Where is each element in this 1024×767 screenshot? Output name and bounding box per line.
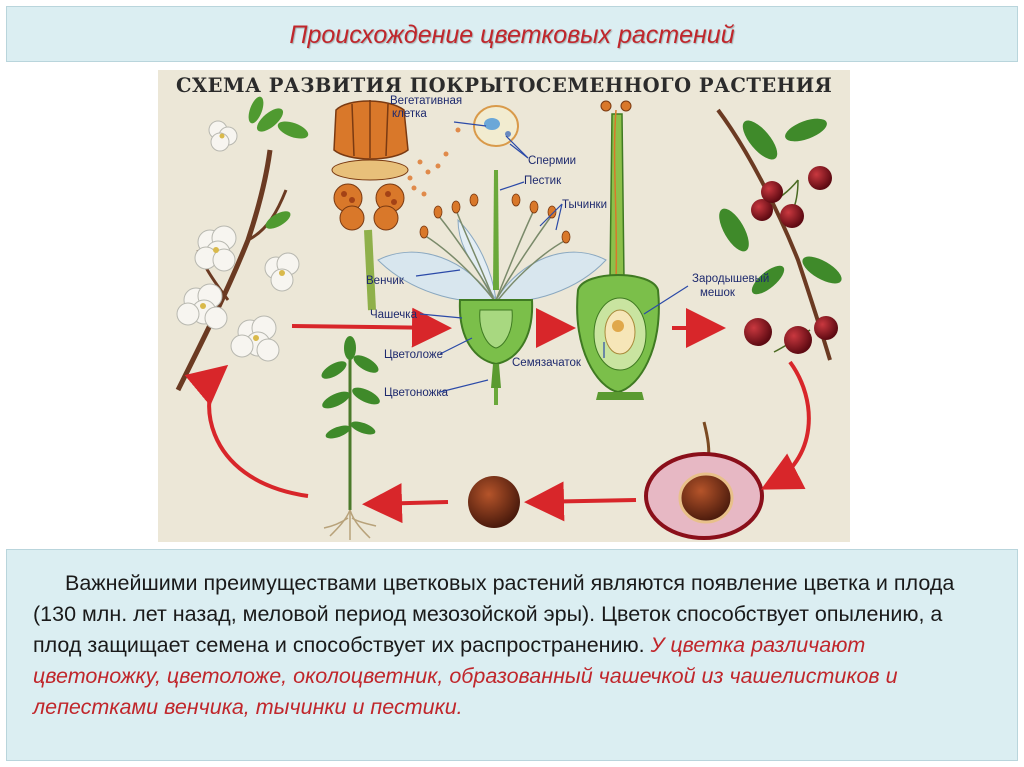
seed xyxy=(468,476,520,528)
blossom-branch xyxy=(175,96,309,392)
label-embryo-sac-2: мешок xyxy=(700,287,736,299)
label-vegetative-cell-2: клетка xyxy=(392,108,427,120)
poster-title: СХЕМА РАЗВИТИЯ ПОКРЫТОСЕМЕННОГО РАСТЕНИЯ xyxy=(176,74,832,97)
description-box: Важнейшими преимуществами цветковых раст… xyxy=(6,549,1018,761)
label-corolla: Венчик xyxy=(366,275,405,287)
title-bar: Происхождение цветковых растений xyxy=(6,6,1018,62)
flower-section xyxy=(377,170,607,405)
pollen-grain xyxy=(473,105,519,147)
label-sperm: Спермии xyxy=(528,155,576,167)
description-highlight: У цветка различают цветоножку, цветоложе… xyxy=(33,633,898,719)
slide-title: Происхождение цветковых растений xyxy=(289,21,735,49)
cycle-arrows xyxy=(184,307,811,524)
cut-cherry xyxy=(644,421,764,540)
pistil-section xyxy=(576,100,660,400)
diagram-svg: СХЕМА РАЗВИТИЯ ПОКРЫТОСЕМЕННОГО РАСТЕНИЯ xyxy=(175,74,842,540)
label-calyx: Чашечка xyxy=(370,309,418,321)
cherry-branch xyxy=(716,108,842,361)
angiosperm-diagram: СХЕМА РАЗВИТИЯ ПОКРЫТОСЕМЕННОГО РАСТЕНИЯ xyxy=(158,70,850,542)
label-ovule: Семязачаток xyxy=(512,357,582,369)
description-paragraph: Важнейшими преимуществами цветковых раст… xyxy=(33,568,991,723)
seedling xyxy=(321,336,380,540)
label-embryo-sac-1: Зародышевый xyxy=(692,273,769,285)
anther-section xyxy=(331,100,461,311)
label-pistil: Пестик xyxy=(524,175,562,187)
label-vegetative-cell-1: Вегетативная xyxy=(390,95,462,107)
label-stamens: Тычинки xyxy=(562,199,607,211)
label-receptacle: Цветоложе xyxy=(384,349,443,361)
label-leaders xyxy=(415,121,689,393)
description-text: Важнейшими преимуществами цветковых раст… xyxy=(33,571,955,657)
label-pedicel: Цветоножка xyxy=(384,387,449,399)
